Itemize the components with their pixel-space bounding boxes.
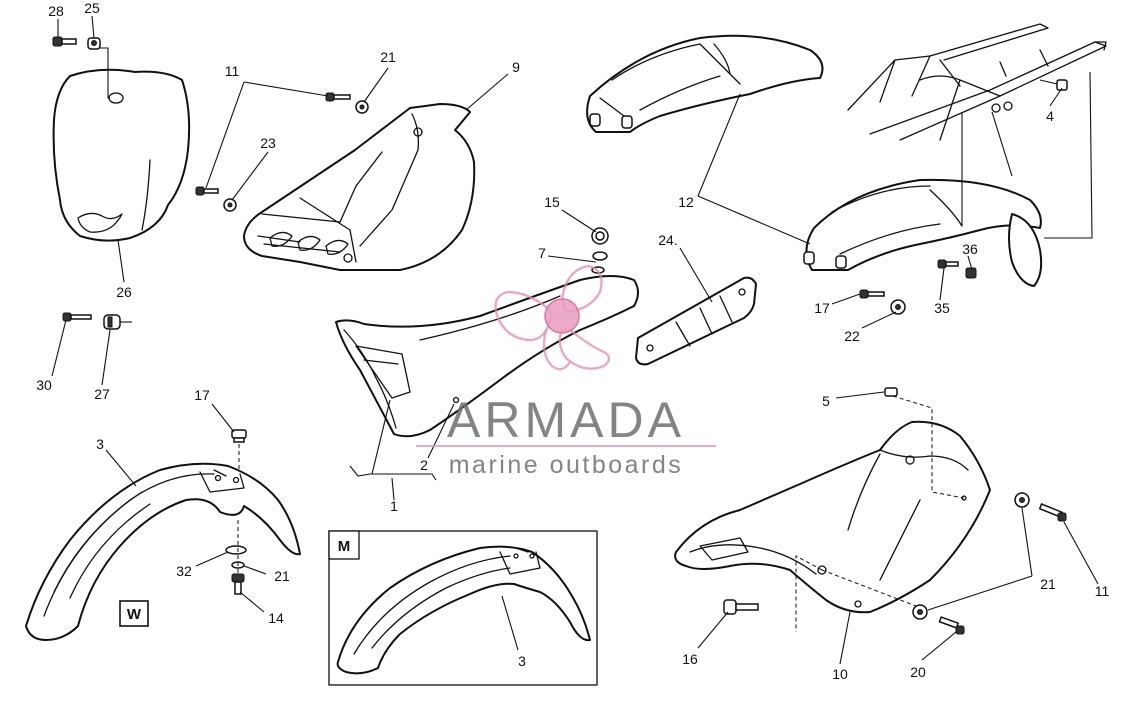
callout-17-rear: 17 [814, 300, 830, 316]
part-26-number-plate [52, 47, 191, 242]
screw-17-front [231, 429, 247, 470]
callout-36: 36 [962, 241, 978, 257]
screw-17-rear [859, 289, 885, 299]
washer-23 [223, 198, 237, 212]
callout-1: 1 [390, 498, 398, 514]
nut-25 [87, 37, 101, 50]
leader-lines [51, 15, 1099, 665]
part-3-front-fender-m [336, 545, 591, 675]
screw-11-upper [325, 92, 351, 102]
callout-16: 16 [682, 651, 698, 667]
callout-21-right: 21 [1040, 576, 1056, 592]
propeller-logo-icon [494, 264, 611, 371]
callout-26: 26 [116, 284, 132, 300]
bolt-35 [937, 259, 959, 269]
grommet-21-upper [1014, 492, 1030, 508]
callout-35: 35 [934, 300, 950, 316]
callout-21-front: 21 [274, 568, 290, 584]
callout-25: 25 [84, 0, 100, 16]
part-12-rear-mudguard-assembled [803, 71, 1093, 287]
part-12-rear-mudguard [586, 34, 824, 133]
watermark-tagline: marine outboards [449, 451, 684, 479]
grommet-22 [890, 299, 906, 315]
bolt-16 [723, 599, 759, 615]
w-version-box: W [119, 600, 149, 627]
washer-21-front [231, 520, 245, 575]
callout-11-right: 11 [1095, 583, 1110, 599]
bolt-36 [965, 267, 977, 279]
grommet-21-lower [912, 604, 928, 620]
m-version-label: M [338, 538, 351, 555]
screw-20 [938, 616, 965, 635]
callout-30: 30 [36, 377, 52, 393]
callout-2: 2 [420, 457, 428, 473]
part-3-front-fender-w [25, 462, 301, 641]
grommet-27 [103, 314, 132, 330]
callout-4: 4 [1046, 108, 1054, 124]
callout-32: 32 [176, 563, 192, 579]
bolt-14 [231, 573, 245, 595]
callout-3-m: 3 [518, 653, 526, 669]
part-9-side-panel [243, 103, 476, 271]
armada-watermark: ARMADA marine outboards [416, 264, 716, 479]
screw-30 [62, 312, 92, 322]
washer-21-upper [355, 100, 369, 114]
callout-24: 24. [658, 232, 677, 248]
screw-11-lower [195, 186, 219, 196]
rear-subframe [847, 23, 1107, 141]
part-10-side-cover [674, 395, 991, 632]
washer-7 [591, 251, 608, 274]
callout-28: 28 [48, 3, 64, 19]
part-24-plate [635, 276, 757, 366]
callout-20: 20 [910, 664, 926, 680]
screw-11-right [1038, 503, 1067, 522]
callout-11-upper: 11 [225, 63, 240, 79]
callout-7: 7 [538, 245, 546, 261]
callout-10: 10 [832, 666, 848, 682]
callout-23: 23 [260, 135, 276, 151]
callout-12: 12 [678, 194, 694, 210]
callout-15: 15 [544, 194, 560, 210]
washer-32 [225, 545, 247, 555]
callout-numbers: 28 25 26 30 27 11 21 9 23 12 4 36 17 35 … [36, 0, 1109, 682]
callout-22: 22 [844, 328, 860, 344]
callout-9: 9 [512, 59, 520, 75]
callout-21-upper: 21 [380, 49, 396, 65]
callout-5: 5 [822, 393, 830, 409]
w-version-label: W [127, 606, 142, 623]
callout-27: 27 [94, 386, 110, 402]
callout-3-w: 3 [96, 436, 104, 452]
vent-grilles [269, 231, 349, 255]
screw-28 [52, 36, 77, 47]
watermark-brand: ARMADA [447, 392, 685, 448]
m-version-frame: M [328, 530, 598, 686]
callout-17-front: 17 [194, 387, 210, 403]
bolt-5 [884, 387, 898, 397]
callout-14: 14 [268, 610, 284, 626]
